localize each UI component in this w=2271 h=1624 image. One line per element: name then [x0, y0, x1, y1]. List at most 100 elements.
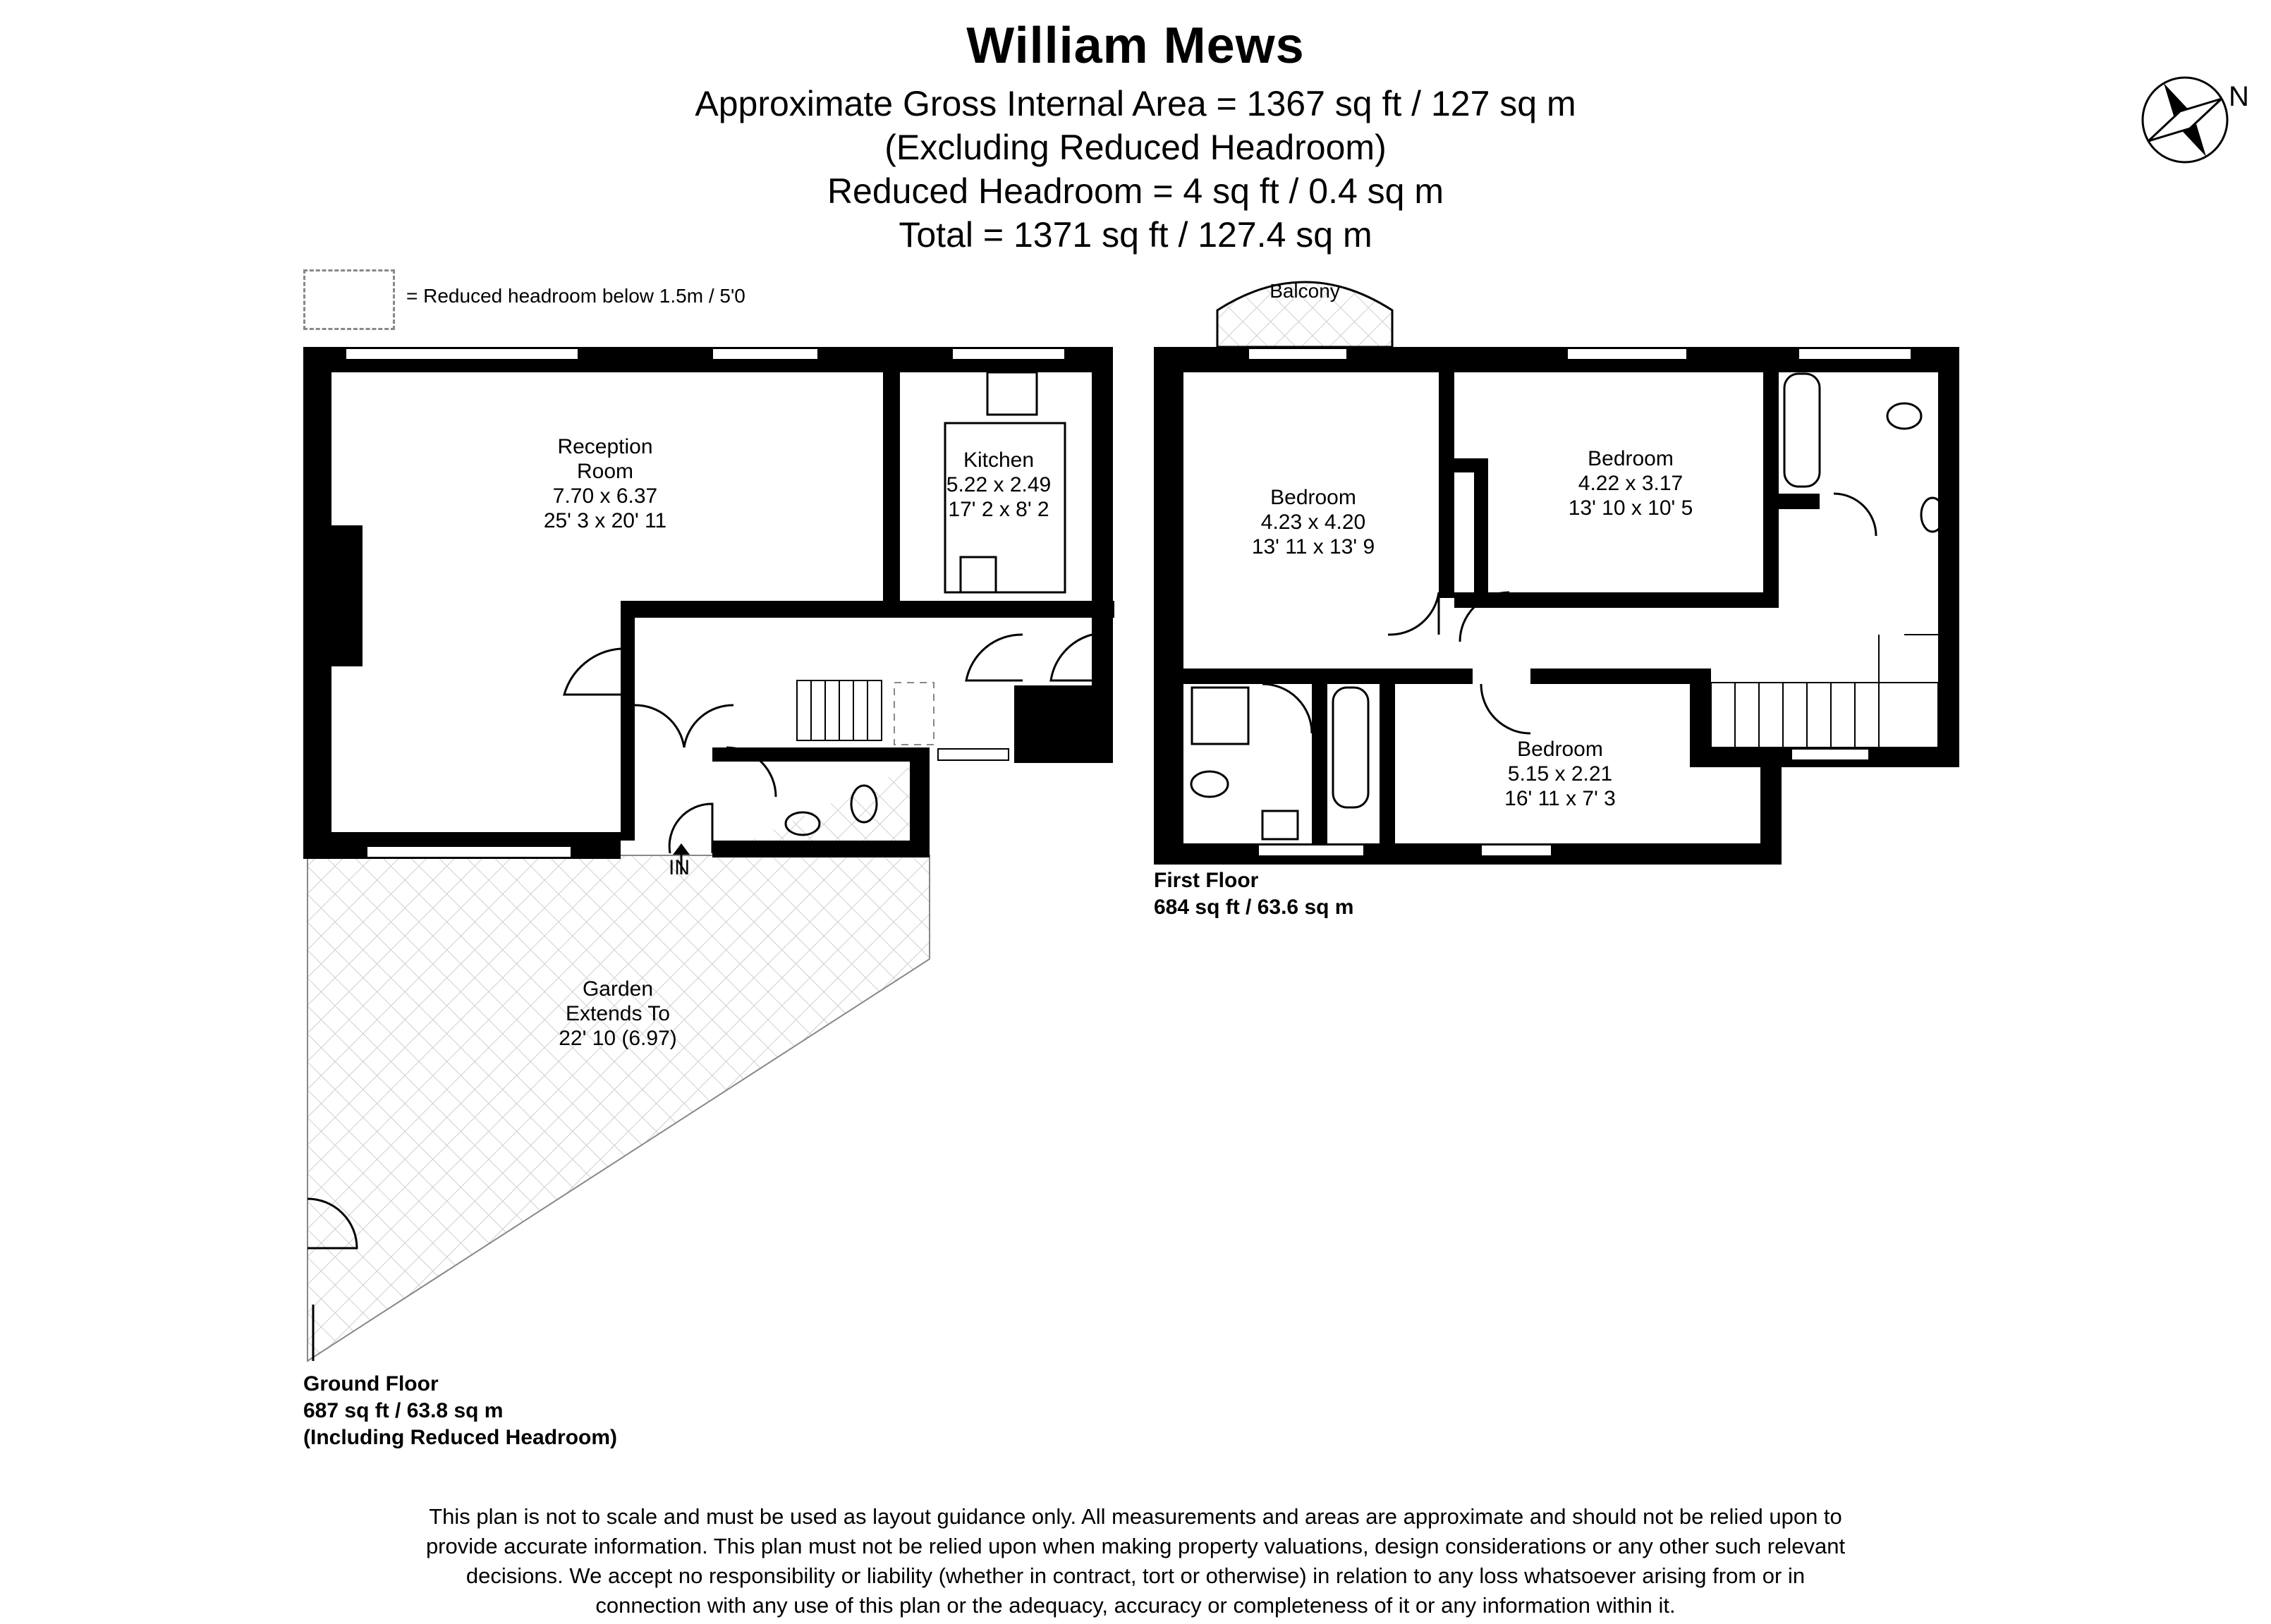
hall-north-wall [621, 601, 1114, 618]
excluding-line: (Excluding Reduced Headroom) [884, 128, 1387, 167]
staircase-icon [1710, 634, 1939, 748]
door-icon [1387, 592, 1440, 636]
hall-south-wall [712, 841, 930, 857]
basin-icon [1920, 496, 1945, 533]
ensuite-wall [1763, 494, 1820, 509]
bedroom3-north-wall [1395, 668, 1473, 684]
front-door-icon [668, 802, 714, 854]
bedroom1-east-wall [1439, 372, 1454, 598]
reduced-headroom-line: Reduced Headroom = 4 sq ft / 0.4 sq m [827, 171, 1444, 211]
disclaimer-line: This plan is not to scale and must be us… [429, 1504, 1842, 1529]
bedroom3-size-m: 5.15 x 2.21 [1508, 762, 1612, 786]
wc-north-wall [712, 747, 924, 762]
garden-gate-icon [307, 1197, 358, 1250]
garden-side-path [718, 758, 930, 855]
kitchen-size-ft: 17' 2 x 8' 2 [948, 498, 1049, 521]
door-icon [1049, 633, 1092, 682]
window-icon [345, 348, 579, 360]
reception-west-wall [303, 347, 331, 859]
door-icon [965, 633, 1023, 682]
entrance-arrow-icon: IN [669, 843, 690, 879]
ground-floor-title: Ground Floor [303, 1372, 439, 1396]
window-icon [1480, 844, 1552, 857]
door-icon [1833, 492, 1877, 537]
disclaimer-line: decisions. We accept no responsibility o… [465, 1563, 1806, 1588]
sink-icon [986, 371, 1038, 416]
disclaimer: This plan is not to scale and must be us… [310, 1502, 1961, 1620]
kitchen-east-wall [1092, 347, 1113, 685]
bedroom2-size-m: 4.22 x 3.17 [1578, 472, 1683, 495]
wc-east-wall [910, 747, 930, 853]
window-icon [1791, 748, 1870, 761]
balcony-name: Balcony [1270, 280, 1340, 302]
bedroom3-size-ft: 16' 11 x 7' 3 [1504, 787, 1616, 810]
toilet-icon [1190, 770, 1229, 798]
legend-swatch [303, 269, 395, 330]
window-icon [1798, 348, 1912, 360]
entrance-label: IN [669, 856, 690, 879]
first-floor-east-wall [1938, 347, 1959, 767]
wardrobe-wall [1474, 458, 1488, 598]
north-compass-icon: N [2141, 76, 2249, 164]
bedroom1-name: Bedroom [1270, 486, 1356, 509]
staircase-icon [796, 680, 882, 741]
reception-room-name: Reception [557, 435, 652, 458]
window-icon [1258, 844, 1365, 857]
reception-east-wall [883, 347, 900, 601]
shower-icon [1191, 686, 1250, 745]
door-icon [563, 647, 621, 696]
bedroom2-size-ft: 13' 10 x 10' 5 [1569, 496, 1693, 520]
gross-area-line: Approximate Gross Internal Area = 1367 s… [695, 84, 1576, 123]
garden-name: Garden [583, 977, 653, 1001]
plan-title: William Mews [966, 18, 1305, 74]
first-floor-west-wall [1154, 347, 1183, 865]
legend-text: = Reduced headroom below 1.5m / 5'0 [406, 285, 745, 307]
door-icon [726, 746, 777, 798]
bedroom2-east-wall [1763, 372, 1779, 608]
balcony-door-icon [1248, 348, 1348, 360]
bedroom2-name: Bedroom [1588, 447, 1674, 470]
bathroom-north-wall [1183, 668, 1388, 684]
total-area-line: Total = 1371 sq ft / 127.4 sq m [899, 215, 1372, 255]
reception-room-name-2: Room [577, 460, 633, 483]
kitchen-counter [944, 422, 1066, 594]
window-icon [937, 748, 1009, 761]
bedroom2-south-wall [1454, 592, 1765, 608]
bedroom3-west-wall [1380, 668, 1395, 845]
kitchen-size-m: 5.22 x 2.49 [946, 473, 1051, 496]
balcony-area [1216, 281, 1394, 348]
bedroom1-size-m: 4.23 x 4.20 [1261, 511, 1365, 534]
bedroom3-name: Bedroom [1517, 738, 1603, 761]
bath-icon [1332, 686, 1370, 809]
first-floor-title: First Floor [1154, 869, 1259, 892]
disclaimer-line: connection with any use of this plan or … [595, 1593, 1676, 1618]
bath-icon [1783, 372, 1821, 488]
toilet-icon [1886, 402, 1923, 430]
hob-icon [959, 556, 997, 594]
basin-icon [1261, 810, 1299, 841]
bathroom-partition [1312, 668, 1327, 845]
first-floor-area: 684 sq ft / 63.6 sq m [1154, 896, 1354, 919]
window-icon [366, 845, 572, 858]
reduced-headroom-area [894, 682, 934, 745]
toilet-icon [850, 784, 878, 824]
garden-area [307, 855, 930, 1362]
window-icon [712, 348, 819, 360]
door-icon [1480, 683, 1531, 735]
first-floor-south-wall [1154, 843, 1782, 865]
bedroom3-north-wall-2 [1530, 668, 1700, 684]
hall-west-wall [621, 601, 635, 841]
ground-floor-label: Ground Floor 687 sq ft / 63.8 sq m (Incl… [303, 1371, 617, 1451]
double-door-icon [634, 704, 734, 748]
compass-n-label: N [2229, 81, 2249, 112]
ground-floor-note: (Including Reduced Headroom) [303, 1426, 618, 1449]
garden-size: 22' 10 (6.97) [559, 1027, 677, 1050]
stair-enclosure-wall [1690, 668, 1711, 747]
store-block [1014, 685, 1113, 763]
garden-extends: Extends To [566, 1002, 670, 1025]
basin-icon [784, 811, 821, 836]
reception-room-size-m: 7.70 x 6.37 [553, 484, 657, 508]
chimney-breast [331, 525, 363, 666]
window-icon [1566, 348, 1688, 360]
